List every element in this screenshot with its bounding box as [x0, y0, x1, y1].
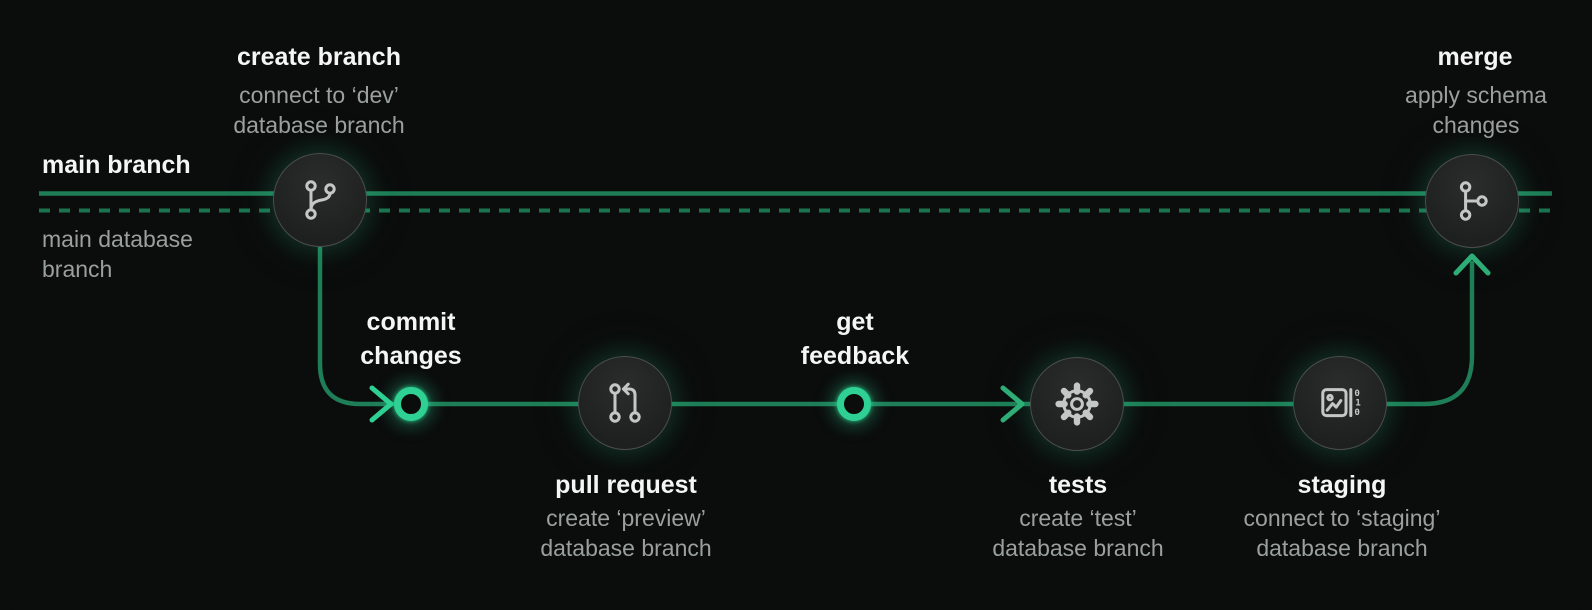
node-create-branch [273, 153, 367, 247]
get-feedback-label: get feedback [800, 308, 910, 370]
commit-changes-label: commit changes [360, 308, 462, 370]
create-branch-subtitle: connect to ‘dev’ database branch [233, 82, 405, 138]
line-fade-overlay [1548, 178, 1592, 228]
main-database-branch-label: main database branch [42, 226, 193, 282]
digit-0: 0 [1354, 388, 1360, 399]
commit-dot [394, 387, 428, 421]
feature-branch-path [317, 243, 1475, 407]
main-branch-label: main branch [42, 151, 191, 179]
digit-1: 1 [1355, 398, 1361, 409]
node-merge [1425, 154, 1519, 248]
gear-icon [1055, 382, 1099, 426]
schema-diff-icon: 0 1 0 [1321, 388, 1361, 418]
node-pull-request [578, 356, 672, 450]
tests-subtitle: create ‘test’ database branch [992, 505, 1164, 561]
merge-title: merge [1437, 43, 1513, 71]
feedback-dot [837, 387, 871, 421]
node-tests [1030, 357, 1124, 451]
create-branch-title: create branch [237, 43, 401, 71]
git-merge-icon [1459, 181, 1488, 221]
git-pull-request-icon [609, 382, 641, 423]
staging-title: staging [1297, 471, 1387, 499]
arrow-up-merge-icon [1453, 253, 1491, 276]
staging-subtitle: connect to ‘staging’ database branch [1243, 505, 1441, 561]
arrow-right-tests-icon [1000, 385, 1025, 423]
git-branch-icon [305, 180, 336, 220]
tests-title: tests [1048, 471, 1108, 499]
pull-request-subtitle: create ‘preview’ database branch [540, 505, 712, 561]
arrow-right-commit-icon [369, 385, 394, 423]
node-staging: 0 1 0 [1293, 356, 1387, 450]
pull-request-title: pull request [555, 471, 697, 499]
merge-subtitle: apply schema changes [1405, 82, 1547, 138]
digit-0: 0 [1354, 407, 1360, 418]
